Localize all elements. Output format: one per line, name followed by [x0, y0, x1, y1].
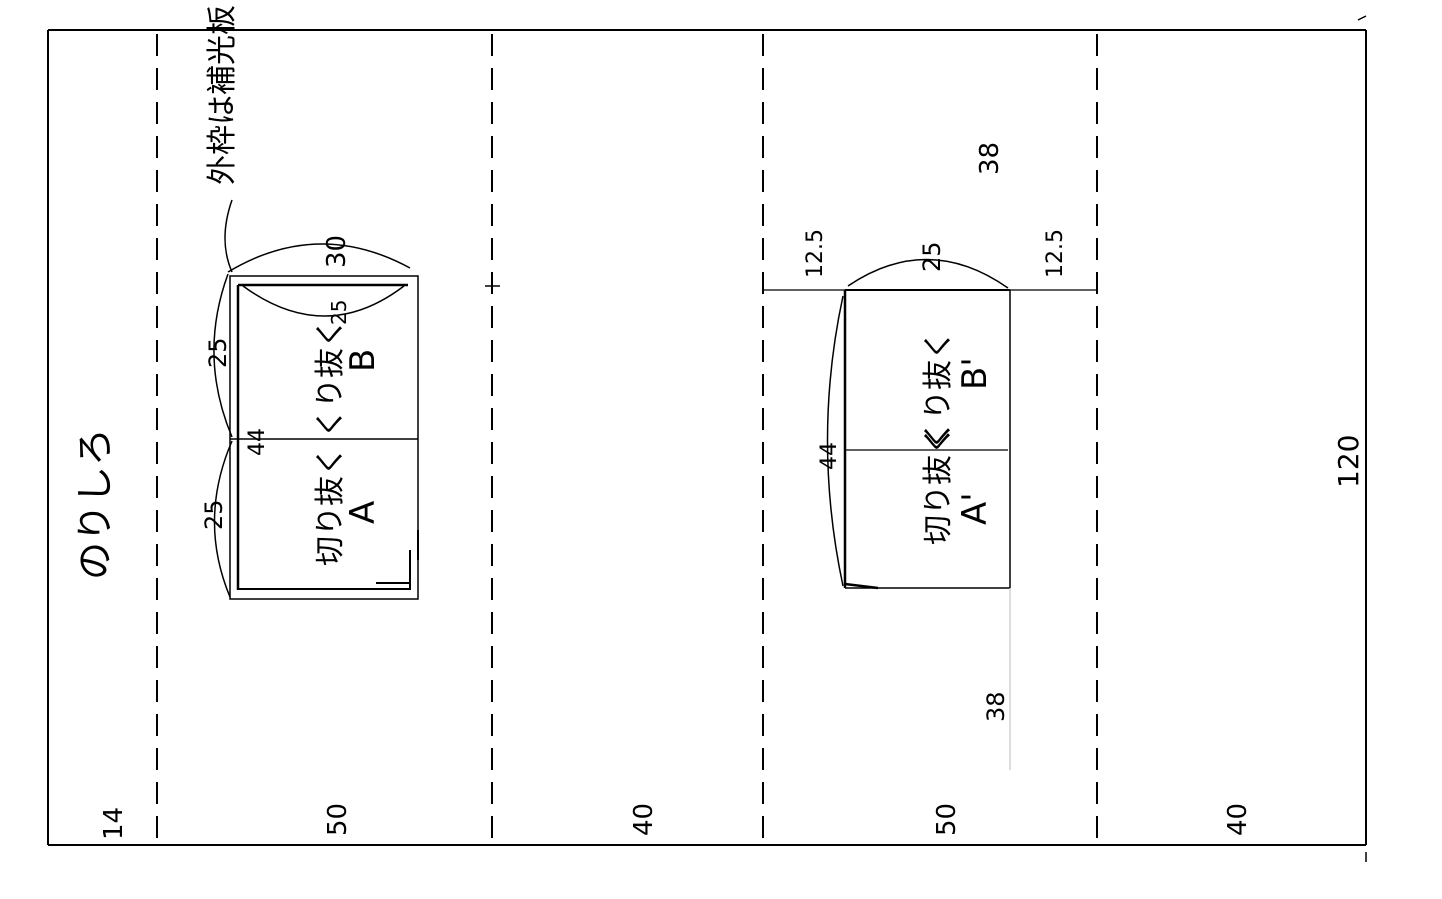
left-lower-letter: A	[343, 501, 383, 524]
right-upper-text: くり抜く	[921, 330, 956, 450]
right-lower-text: 切り抜く	[921, 425, 956, 545]
right-height-arc	[826, 295, 844, 587]
left-upper-height-arc	[213, 273, 233, 438]
right-right-offset: 12.5	[1043, 229, 1068, 278]
left-upper-text: くり抜く	[313, 318, 348, 438]
right-top-margin: 38	[975, 142, 1005, 175]
left-upper-height: 25	[204, 337, 232, 368]
right-window	[763, 258, 1097, 770]
right-lower-letter: A'	[955, 492, 995, 525]
left-inner-width-arc	[242, 285, 405, 317]
glue-flap-label: のりしろ	[73, 428, 117, 580]
right-width: 25	[918, 241, 946, 272]
left-inner-width: 25	[327, 300, 351, 325]
corner-mark	[1357, 15, 1367, 21]
right-upper-letter: B'	[955, 357, 995, 390]
left-lower-text: 切り抜く	[313, 446, 348, 566]
right-split-height: 44	[817, 442, 842, 470]
panel-width-3: 40	[629, 803, 659, 836]
left-outer-width: 30	[322, 235, 352, 268]
left-outer-width-arc	[227, 243, 411, 273]
fold-lines	[156, 34, 1098, 842]
left-frame-note-leader	[224, 199, 233, 273]
right-width-arc	[847, 258, 1009, 289]
panel-width-2: 50	[323, 803, 353, 836]
right-left-offset: 12.5	[803, 229, 828, 278]
right-bottom-margin: 38	[982, 691, 1010, 722]
left-window-outer-frame	[229, 275, 419, 600]
left-window	[213, 199, 419, 600]
panel-width-1: 14	[99, 807, 129, 840]
panel-width-4: 50	[932, 803, 962, 836]
left-lower-height-arc	[213, 440, 233, 598]
left-split-height: 44	[245, 428, 270, 456]
sheet-border	[47, 29, 1367, 846]
sheet-height-label: 120	[1332, 435, 1365, 488]
panel-width-5: 40	[1223, 803, 1253, 836]
left-upper-letter: B	[343, 349, 383, 372]
left-frame-note: 外枠は補光板	[205, 5, 240, 185]
left-lower-height: 25	[200, 499, 228, 530]
